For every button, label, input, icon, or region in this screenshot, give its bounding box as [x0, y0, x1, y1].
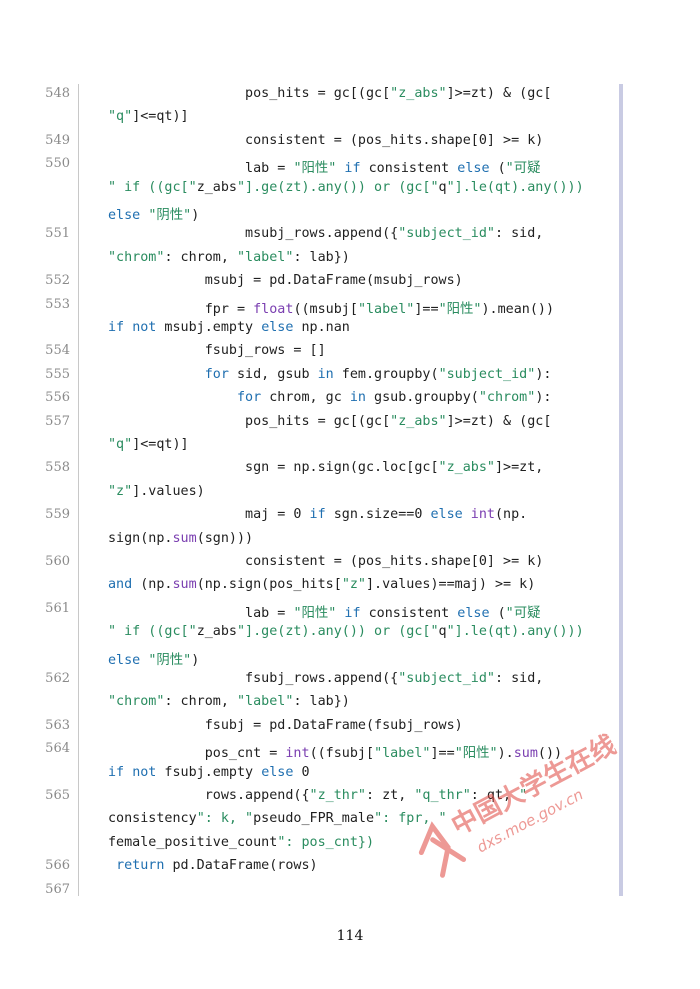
page-number: 114 [336, 928, 364, 944]
line-number: 565 [45, 788, 70, 803]
code-line: if not fsubj.empty else 0 [108, 764, 310, 780]
code-line: lab = "阳性" if consistent else ("可疑 [108, 161, 541, 177]
code-line: sign(np.sum(sgn))) [108, 530, 254, 546]
code-line: fsubj_rows = [] [108, 343, 326, 359]
line-number: 559 [45, 507, 70, 523]
line-number: 561 [45, 600, 70, 616]
line-number: 563 [45, 717, 70, 733]
code-line: "chrom": chrom, "label": lab}) [108, 249, 350, 265]
code-line: " if ((gc["z_abs"].ge(zt).any()) or (gc[… [108, 179, 584, 195]
code-line: "q"]<=qt)] [108, 437, 189, 452]
code-line: pos_cnt = int((fsubj["label"]=="阳性").sum… [108, 746, 563, 762]
code-line: fsubj = pd.DataFrame(fsubj_rows) [108, 717, 463, 733]
line-number: 555 [45, 366, 70, 382]
code-line: else "阴性") [108, 208, 200, 223]
code-line: rows.append({"z_thr": zt, "q_thr": qt, " [108, 788, 528, 803]
code-line: consistent = (pos_hits.shape[0] >= k) [108, 554, 544, 569]
code-line: fsubj_rows.append({"subject_id": sid, [108, 671, 544, 686]
line-number: 551 [45, 226, 70, 242]
line-number: 566 [45, 858, 70, 874]
code-line: consistency": k, "pseudo_FPR_male": fpr,… [108, 811, 447, 827]
code-line: for chrom, gc in gsub.groupby("chrom"): [237, 390, 552, 406]
line-number: 556 [45, 390, 70, 406]
code-line: else "阴性") [108, 652, 200, 668]
code-line: sgn = np.sign(gc.loc[gc["z_abs"]>=zt, [108, 460, 544, 476]
code-line: female_positive_count": pos_cnt}) [108, 834, 375, 850]
code-line: and (np.sum(np.sign(pos_hits["z"].values… [108, 577, 536, 593]
code-line: fpr = float((msubj["label"]=="阳性").mean(… [108, 301, 555, 317]
code-line: msubj_rows.append({"subject_id": sid, [108, 226, 544, 242]
line-number: 560 [45, 554, 70, 569]
code-line: "q"]<=qt)] [108, 109, 189, 125]
code-line: " if ((gc["z_abs"].ge(zt).any()) or (gc[… [108, 624, 584, 640]
line-number-divider [78, 84, 79, 896]
line-number: 549 [45, 132, 70, 148]
code-line: maj = 0 if sgn.size==0 else int(np. [108, 507, 528, 523]
line-number: 558 [45, 460, 70, 476]
code-line: consistent = (pos_hits.shape[0] >= k) [108, 132, 544, 148]
line-number: 562 [45, 671, 70, 686]
line-number: 548 [45, 86, 70, 101]
code-line: pos_hits = gc[(gc["z_abs"]>=zt) & (gc[ [108, 86, 552, 101]
code-line: pos_hits = gc[(gc["z_abs"]>=zt) & (gc[ [108, 413, 552, 429]
line-number: 553 [45, 296, 70, 312]
line-number: 564 [45, 741, 70, 757]
line-number: 567 [45, 881, 70, 897]
code-line: return pd.DataFrame(rows) [116, 858, 318, 874]
code-line: lab = "阳性" if consistent else ("可疑 [108, 605, 541, 621]
line-number: 552 [45, 273, 70, 289]
code-line: for sid, gsub in fem.groupby("subject_id… [204, 366, 552, 382]
code-line: if not msubj.empty else np.nan [108, 320, 350, 335]
line-number: 554 [45, 343, 70, 359]
line-number: 550 [45, 156, 70, 172]
code-line: msubj = pd.DataFrame(msubj_rows) [108, 273, 463, 289]
code-line: "z"].values) [108, 483, 205, 499]
code-line: "chrom": chrom, "label": lab}) [108, 694, 350, 710]
code-block-right-border [619, 84, 623, 896]
line-number: 557 [45, 413, 70, 429]
